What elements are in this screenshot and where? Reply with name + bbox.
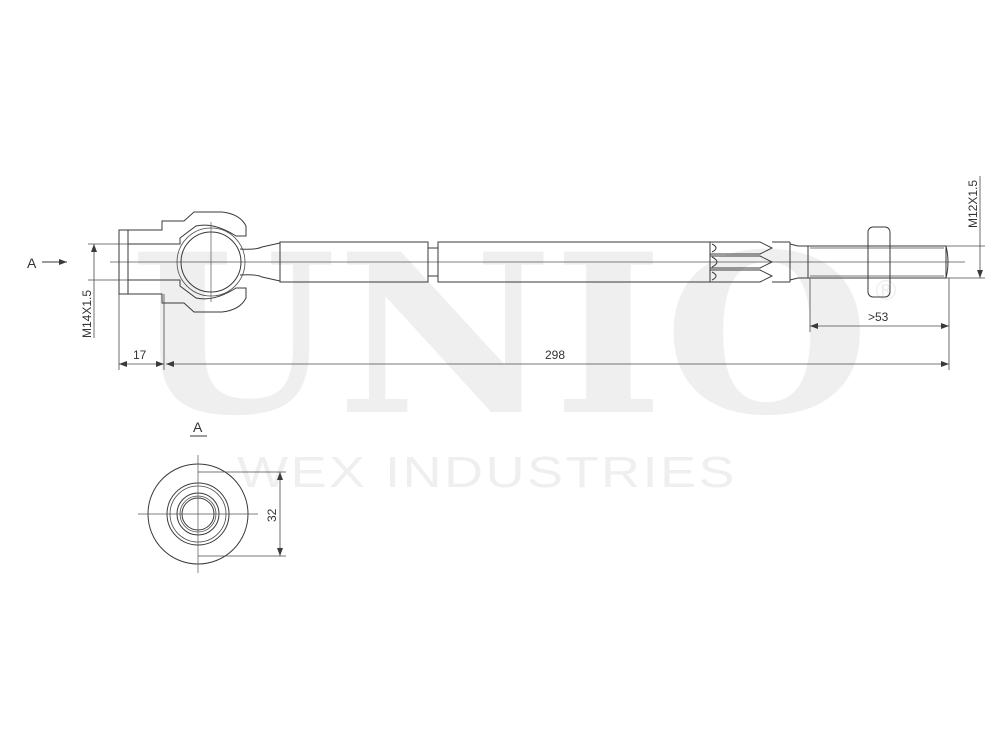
thread-chamfer: [945, 245, 949, 279]
section-view-label: A: [193, 419, 203, 435]
housing-hatch-lower: [127, 279, 247, 313]
dimension-lengths: 17 298: [118, 278, 950, 370]
housing-hatch-upper: [127, 211, 247, 245]
rod-section-2: [437, 241, 711, 283]
ball-housing-section: [118, 211, 281, 313]
dimension-outer-thread: M12X1.5: [946, 176, 985, 279]
view-arrow-label: A: [27, 255, 37, 271]
watermark-brand: UNIO: [130, 205, 870, 464]
overall-length-label: 298: [545, 348, 565, 362]
neck-top: [239, 242, 281, 250]
rod-shaft: [279, 241, 809, 283]
watermark: UNIO ® WEX INDUSTRIES: [130, 205, 900, 497]
watermark-registered-mark: ®: [872, 274, 900, 307]
outer-thread-label: M12X1.5: [966, 180, 980, 228]
dimension-thread-length: >53: [809, 278, 949, 332]
dimension-inner-thread: M14X1.5: [80, 243, 128, 338]
rod-serrations: [710, 241, 774, 283]
section-view-a: A 32: [138, 419, 286, 573]
neck-bottom: [239, 274, 281, 282]
watermark-subtitle: WEX INDUSTRIES: [237, 448, 737, 497]
housing-diameter-label: 32: [265, 508, 279, 522]
view-arrow-a: A: [27, 255, 67, 271]
inner-thread-label: M14X1.5: [80, 290, 94, 338]
threaded-end: [807, 245, 949, 279]
housing-flange: [118, 229, 129, 295]
jam-nut: [867, 226, 891, 298]
nut-body: [867, 226, 891, 298]
inner-length-label: 17: [133, 348, 147, 362]
thread-length-label: >53: [868, 310, 889, 324]
